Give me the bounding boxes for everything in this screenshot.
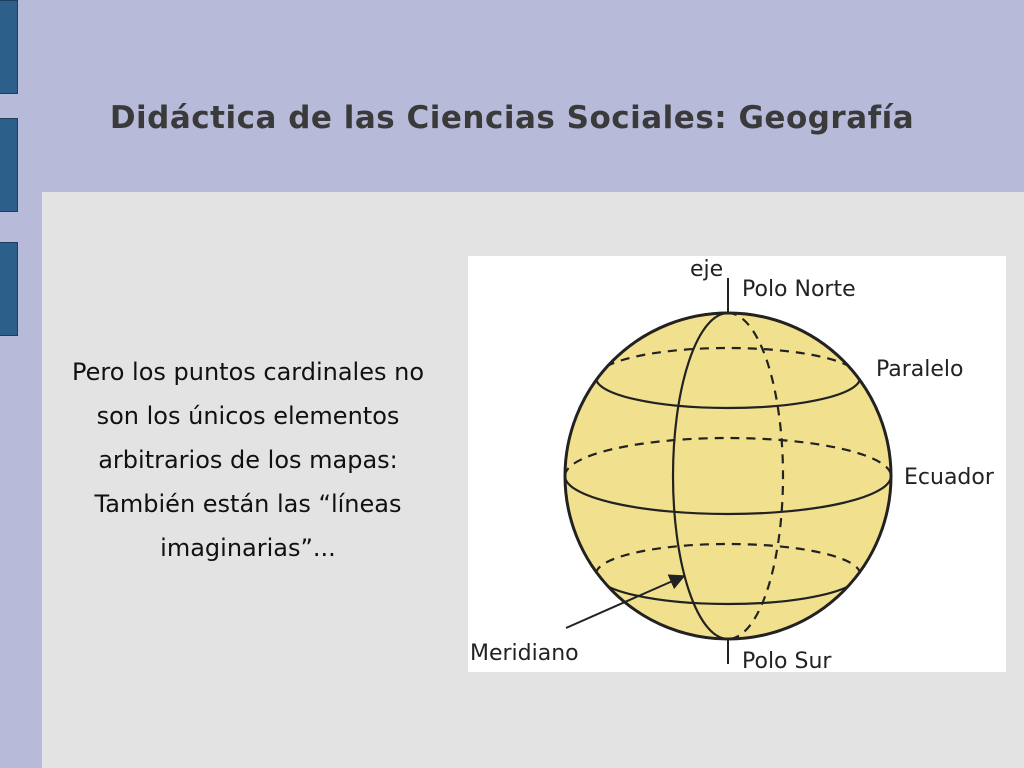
equator-back: [565, 436, 891, 477]
label-equator: Ecuador: [904, 465, 995, 490]
parallel-lower-front: [594, 573, 862, 606]
parallel-upper-front: [594, 377, 862, 410]
slide-header: [42, 0, 1024, 192]
meridian-arrow: [565, 574, 686, 629]
label-parallel: Paralelo: [876, 357, 964, 382]
equator-front: [565, 475, 891, 516]
side-tab-3: [0, 242, 18, 336]
parallel-upper-back: [594, 346, 862, 379]
label-north-pole: Polo Norte: [742, 277, 856, 302]
label-meridian: Meridiano: [470, 641, 579, 666]
meridian-back: [727, 313, 785, 639]
slide-title: Didáctica de las Ciencias Sociales: Geog…: [109, 100, 915, 136]
meridian-front: [671, 313, 729, 639]
side-tab-2: [0, 118, 18, 212]
label-axis: eje: [690, 257, 723, 282]
side-tab-1: [0, 0, 18, 94]
body-text: Pero los puntos cardinales no son los ún…: [71, 358, 425, 562]
globe-diagram-svg: eje Polo Norte Paralelo Ecuador Meridian…: [470, 257, 995, 672]
parallel-lower-back: [594, 542, 862, 575]
label-south-pole: Polo Sur: [742, 649, 832, 672]
globe-diagram: eje Polo Norte Paralelo Ecuador Meridian…: [468, 256, 1006, 672]
